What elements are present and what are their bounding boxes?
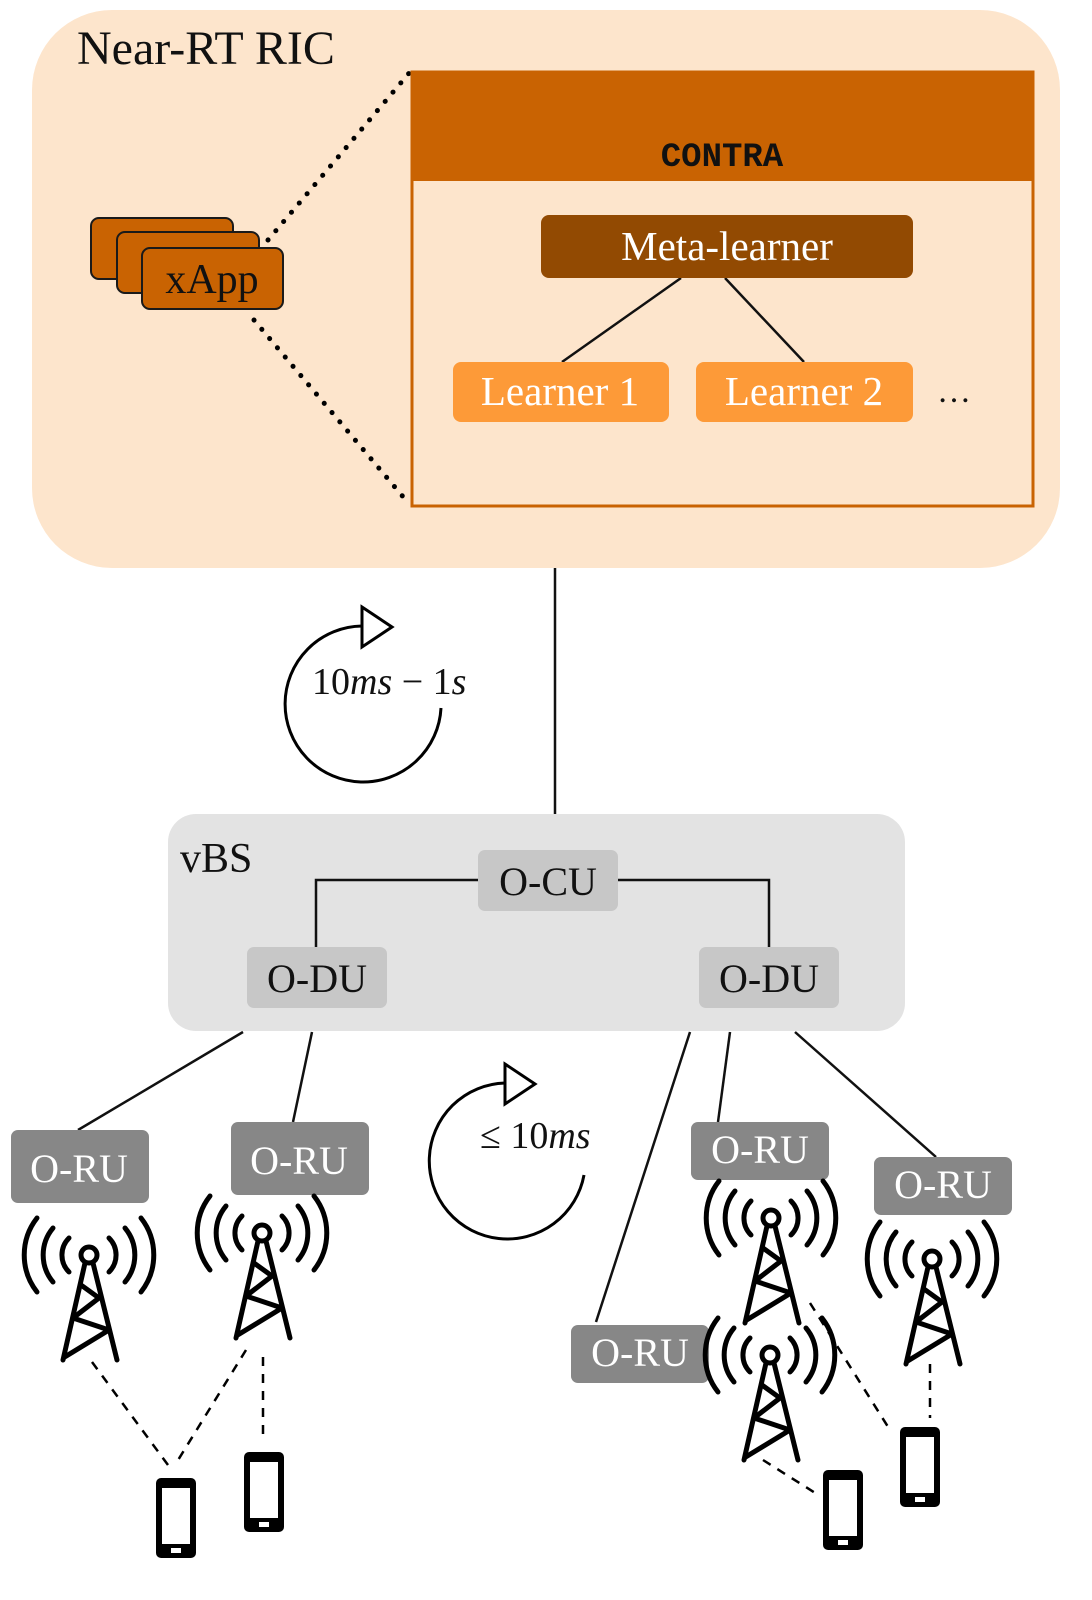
cell-tower-icon: [867, 1222, 997, 1364]
meta-learner-box: [541, 215, 913, 278]
near-rt-loop-unit2: s: [452, 661, 467, 703]
contra-header: [412, 72, 1033, 181]
o-du-left-label: O-DU: [267, 956, 367, 1001]
o-ru-3[interactable]: O-RU: [571, 1325, 709, 1383]
near-rt-control-loop: 10ms − 1s: [283, 604, 466, 784]
o-du-left-node[interactable]: O-DU: [247, 947, 387, 1008]
rt-loop-arrowhead-icon: [503, 1061, 538, 1107]
zoom-connector-top: [265, 69, 413, 243]
wireless-link: [173, 1349, 248, 1466]
meta-learner-node[interactable]: Meta-learner: [541, 215, 913, 278]
cell-tower-icon: [197, 1196, 327, 1338]
smartphone-icon: [823, 1470, 863, 1550]
contra-title: CONTRA: [661, 139, 784, 177]
du-left-to-ru1-link: [77, 1030, 244, 1132]
o-du-right-node[interactable]: O-DU: [699, 947, 839, 1008]
o-ru-3-box: [571, 1325, 709, 1383]
learner-1-box: [453, 362, 669, 422]
smartphone-icon: [244, 1452, 284, 1532]
fronthaul-links: [77, 1030, 937, 1323]
vbs: vBS O-CU O-DU O-DU: [168, 814, 905, 1031]
vbs-title: vBS: [180, 836, 252, 882]
o-du-right-label: O-DU: [719, 956, 819, 1001]
o-ru-4-box: [691, 1122, 829, 1180]
rt-loop-prefix: ≤ 10: [480, 1115, 548, 1157]
du-right-to-ru4-link: [716, 1031, 732, 1123]
near-rt-loop-prefix: 10: [312, 661, 350, 703]
o-ru-1-label: O-RU: [30, 1146, 128, 1191]
near-rt-loop-dash: −: [392, 661, 432, 703]
near-rt-loop-value2: 1: [433, 661, 452, 703]
o-ru-5-box: [874, 1157, 1012, 1215]
o-ru-1-box: [11, 1130, 149, 1203]
du-right-to-ru5-link: [794, 1031, 937, 1158]
o-du-right-box: [699, 947, 839, 1008]
near-rt-ric-title: Near-RT RIC: [77, 22, 335, 75]
o-ru-4[interactable]: O-RU: [691, 1122, 829, 1180]
o-ru-5-label: O-RU: [894, 1162, 992, 1207]
o-ru-2[interactable]: O-RU: [231, 1122, 369, 1195]
learner-2-node[interactable]: Learner 2: [696, 362, 913, 422]
wireless-link: [808, 1302, 892, 1431]
cu-to-du-right-link: [617, 878, 771, 947]
wireless-link: [90, 1361, 170, 1466]
learner-2-label: Learner 2: [725, 368, 883, 414]
du-right-to-ru3-link: [594, 1031, 692, 1323]
cu-to-du-left-link: [314, 878, 478, 947]
near-rt-loop-latency: 10ms − 1s: [312, 661, 466, 703]
rt-loop-latency: ≤ 10ms: [480, 1115, 591, 1157]
o-ru-3-label: O-RU: [591, 1330, 689, 1375]
loop-arc-icon: [283, 624, 443, 784]
zoom-connector-bottom: [251, 317, 413, 508]
wireless-links: [90, 1302, 932, 1498]
o-ru-4-label: O-RU: [711, 1127, 809, 1172]
meta-learner-label: Meta-learner: [621, 223, 833, 269]
xapp-card-front: [141, 247, 284, 310]
learner-1-node[interactable]: Learner 1: [453, 362, 669, 422]
meta-to-learner1-link: [561, 276, 682, 364]
near-rt-ric: Near-RT RIC xApp CONTRA Meta-learner L: [32, 10, 1060, 568]
loop-arrowhead-icon: [360, 604, 395, 650]
meta-to-learner2-link: [724, 277, 805, 363]
more-learners-ellipsis: …: [937, 373, 971, 410]
contra-panel: CONTRA Meta-learner Learner 1 Learner 2 …: [410, 70, 1035, 508]
learner-2-box: [696, 362, 913, 422]
o-cu-node[interactable]: O-CU: [478, 850, 618, 911]
learner-1-label: Learner 1: [481, 368, 639, 414]
rt-loop-arc-icon: [427, 1081, 586, 1241]
cell-tower-icon: [705, 1318, 835, 1460]
rt-control-loop: ≤ 10ms: [427, 1061, 591, 1241]
cell-tower-icon: [706, 1181, 836, 1323]
xapp-stack[interactable]: xApp: [90, 217, 284, 310]
o-du-left-box: [247, 947, 387, 1008]
smartphone-icon: [156, 1478, 196, 1558]
cell-tower-icon: [24, 1218, 154, 1360]
o-cu-label: O-CU: [499, 859, 597, 904]
o-ru-2-box: [231, 1122, 369, 1195]
smartphone-icon: [900, 1427, 940, 1507]
du-left-to-ru2-link: [291, 1031, 314, 1123]
rt-loop-unit: ms: [548, 1115, 590, 1157]
o-ru-2-label: O-RU: [250, 1138, 348, 1183]
o-ru-1[interactable]: O-RU: [11, 1130, 149, 1203]
o-cu-box: [478, 850, 618, 911]
o-ru-5[interactable]: O-RU: [874, 1157, 1012, 1215]
wireless-link: [762, 1458, 821, 1498]
near-rt-loop-unit1: ms: [350, 661, 392, 703]
xapp-label: xApp: [165, 257, 258, 303]
